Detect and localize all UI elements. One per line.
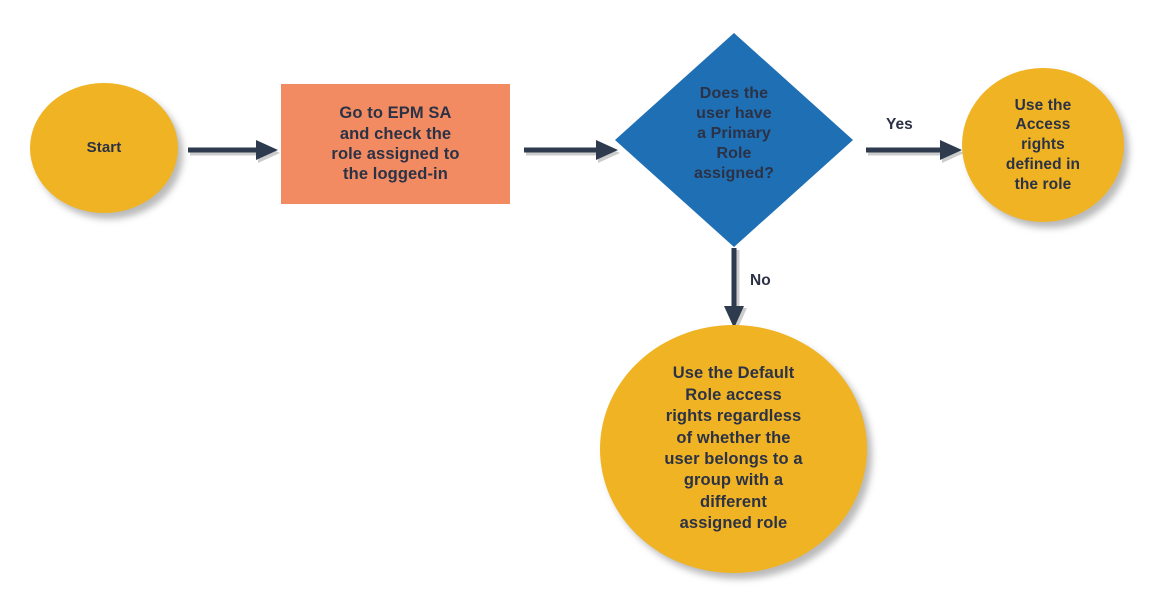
connector-decision-to-no [718, 248, 750, 332]
node-process-check-role[interactable]: Go to EPM SA and check the role assigned… [281, 84, 510, 204]
node-outcome-use-role-access[interactable]: Use the Access rights defined in the rol… [962, 68, 1124, 222]
edge-label-no: No [750, 272, 771, 289]
node-process-label: Go to EPM SA and check the role assigned… [331, 104, 460, 184]
edge-label-yes: Yes [886, 116, 913, 133]
connector-start-to-process [186, 134, 282, 166]
node-decision-label: Does the user have a Primary Role assign… [693, 84, 775, 183]
connector-decision-to-yes [864, 131, 968, 163]
connector-process-to-decision [522, 134, 622, 166]
node-decision-primary-role[interactable]: Does the user have a Primary Role assign… [615, 33, 853, 247]
node-start-label: Start [86, 138, 122, 156]
node-outcome-use-default-role[interactable]: Use the Default Role access rights regar… [600, 325, 867, 573]
node-start[interactable]: Start [30, 83, 178, 213]
node-no-outcome-label: Use the Default Role access rights regar… [664, 364, 803, 533]
node-yes-outcome-label: Use the Access rights defined in the rol… [1005, 96, 1081, 193]
